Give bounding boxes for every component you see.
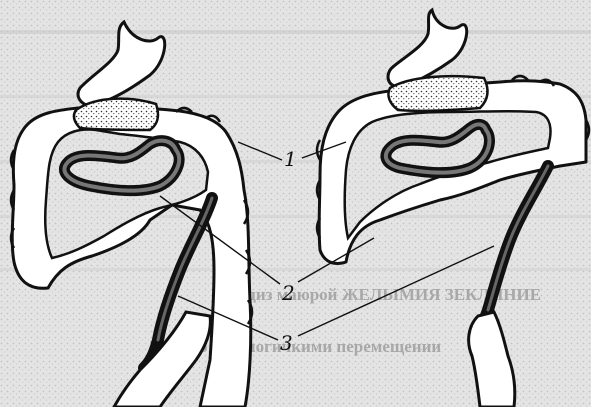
left-dotted-segment [74, 99, 158, 130]
label-1: 1 [284, 147, 297, 171]
label-3: 3 [280, 331, 293, 355]
right-dotted-segment [388, 76, 487, 111]
label-2: 2 [281, 281, 295, 305]
